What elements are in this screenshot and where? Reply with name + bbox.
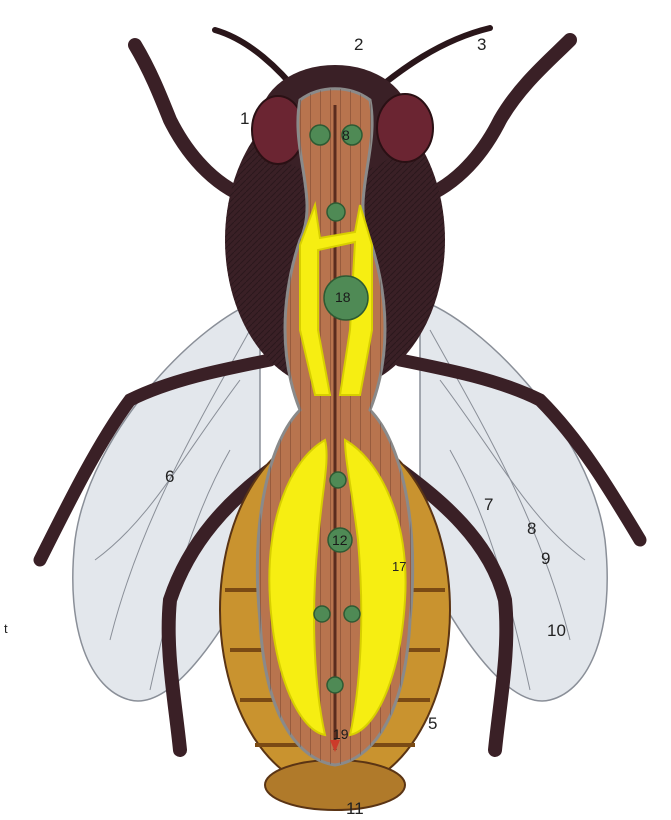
label-5: 5 <box>428 715 437 732</box>
right-eye <box>377 94 433 162</box>
label-11: 11 <box>346 800 364 817</box>
label-6: 6 <box>165 468 174 485</box>
label-2: 2 <box>354 36 363 53</box>
label-left-edge: t <box>4 622 8 635</box>
label-17: 17 <box>392 560 406 573</box>
label-18: 18 <box>335 290 351 304</box>
label-1: 1 <box>240 110 249 127</box>
label-10: 10 <box>547 622 566 639</box>
label-19: 19 <box>333 727 349 741</box>
label-8: 8 <box>527 520 536 537</box>
label-3: 3 <box>477 36 486 53</box>
label-9: 9 <box>541 550 550 567</box>
label-8-head: 8 <box>342 128 350 142</box>
left-eye <box>252 96 304 164</box>
label-12: 12 <box>332 533 348 547</box>
label-7: 7 <box>484 496 493 513</box>
